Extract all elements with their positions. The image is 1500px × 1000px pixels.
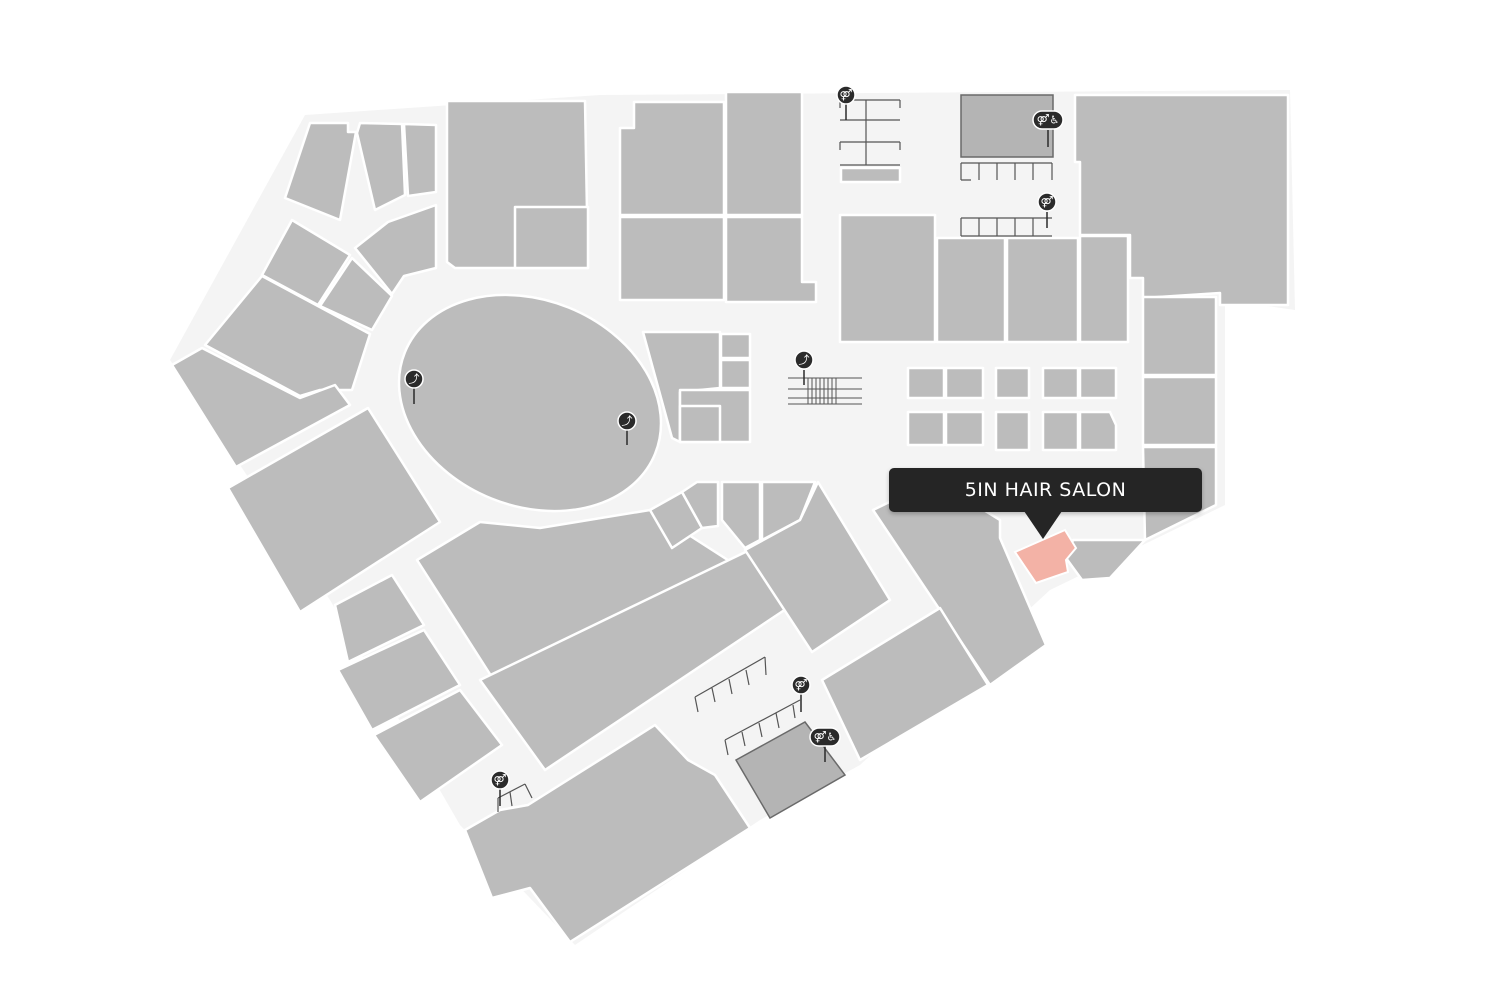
shop-unit[interactable] bbox=[463, 723, 752, 944]
central-anchor-store[interactable] bbox=[366, 257, 694, 549]
shop-unit[interactable] bbox=[1005, 236, 1080, 344]
restroom-stalls bbox=[497, 99, 1053, 812]
shop-unit[interactable] bbox=[333, 573, 426, 664]
shop-unit[interactable] bbox=[743, 480, 892, 654]
svg-text:⤴: ⤴ bbox=[799, 353, 810, 367]
accessible-restroom-icon[interactable]: ⚤♿ bbox=[1032, 110, 1064, 147]
svg-text:⚤: ⚤ bbox=[494, 774, 507, 787]
shops-west[interactable] bbox=[170, 121, 504, 804]
kiosk[interactable] bbox=[994, 410, 1031, 452]
shops-south[interactable] bbox=[415, 478, 1048, 944]
shop-unit[interactable] bbox=[724, 90, 804, 217]
shop-unit[interactable] bbox=[355, 121, 407, 212]
svg-text:⚤: ⚤ bbox=[840, 89, 853, 102]
kiosk[interactable] bbox=[994, 366, 1031, 400]
shop-unit[interactable] bbox=[618, 100, 726, 217]
central-court[interactable] bbox=[366, 257, 694, 549]
kiosk[interactable] bbox=[1041, 366, 1080, 400]
restroom-icon[interactable]: ⚤ bbox=[791, 675, 811, 712]
shop-unit[interactable] bbox=[372, 688, 504, 804]
shop-unit[interactable] bbox=[935, 236, 1007, 344]
shop-unit[interactable] bbox=[1141, 295, 1218, 377]
svg-text:⚤: ⚤ bbox=[1041, 196, 1054, 209]
svg-text:⚤♿: ⚤♿ bbox=[1037, 114, 1060, 127]
kiosk[interactable] bbox=[906, 366, 946, 400]
selected-store-name: 5IN HAIR SALON bbox=[964, 479, 1127, 501]
shops-north-east[interactable] bbox=[838, 93, 1290, 344]
shop-unit[interactable] bbox=[838, 213, 937, 344]
svg-text:⚤: ⚤ bbox=[795, 679, 808, 692]
restroom-icon[interactable]: ⚤ bbox=[1037, 192, 1057, 228]
shop-unit[interactable] bbox=[719, 332, 752, 360]
escalator-icon[interactable]: ⤴ bbox=[794, 350, 814, 385]
shop-unit[interactable] bbox=[724, 215, 818, 304]
shop-unit[interactable] bbox=[226, 406, 442, 614]
kiosks[interactable] bbox=[906, 366, 1118, 452]
selected-store-area[interactable] bbox=[1013, 528, 1078, 585]
kiosk[interactable] bbox=[944, 410, 985, 447]
shop-unit[interactable] bbox=[719, 358, 752, 390]
svg-text:⚤♿: ⚤♿ bbox=[814, 731, 837, 744]
shop-unit[interactable] bbox=[678, 404, 722, 444]
shop-unit[interactable] bbox=[1073, 93, 1290, 307]
restroom-icon[interactable]: ⚤ bbox=[836, 85, 856, 120]
kiosk[interactable] bbox=[1078, 366, 1118, 400]
svg-text:⤴: ⤴ bbox=[622, 414, 633, 428]
shop-unit[interactable] bbox=[1141, 375, 1218, 447]
escalator-icon[interactable]: ⤴ bbox=[404, 369, 424, 404]
kiosk[interactable] bbox=[1041, 410, 1080, 452]
shop-unit[interactable] bbox=[839, 166, 902, 184]
shop-unit[interactable] bbox=[720, 480, 762, 550]
selected-store[interactable] bbox=[1013, 528, 1078, 585]
shop-unit[interactable] bbox=[336, 628, 462, 732]
amenity-pins[interactable]: ⚤ ⚤♿ ⚤ ⤴ ⤴ ⤴ ⚤ ⚤♿ ⚤ bbox=[404, 85, 1064, 806]
restroom-icon[interactable]: ⚤ bbox=[490, 770, 510, 806]
shops-north[interactable] bbox=[445, 90, 902, 304]
kiosk[interactable] bbox=[944, 366, 985, 400]
shop-unit[interactable] bbox=[513, 205, 590, 270]
escalator-icon[interactable]: ⤴ bbox=[617, 411, 637, 445]
shop-unit[interactable] bbox=[402, 122, 438, 198]
kiosk[interactable] bbox=[1078, 410, 1118, 452]
shop-unit[interactable] bbox=[680, 480, 720, 530]
accessible-restroom-icon[interactable]: ⚤♿ bbox=[809, 727, 841, 762]
shop-unit[interactable] bbox=[1078, 234, 1130, 344]
svg-text:⤴: ⤴ bbox=[409, 372, 420, 386]
stairs bbox=[788, 377, 862, 405]
tooltip-pointer bbox=[1024, 511, 1062, 539]
shops-central[interactable] bbox=[641, 330, 752, 444]
kiosk[interactable] bbox=[906, 410, 946, 447]
shop-unit[interactable] bbox=[618, 215, 726, 302]
shop-unit[interactable] bbox=[170, 346, 352, 469]
shop-unit[interactable] bbox=[318, 256, 394, 332]
store-name-tooltip: 5IN HAIR SALON bbox=[889, 468, 1202, 512]
shop-unit[interactable] bbox=[353, 203, 438, 296]
shop-unit[interactable] bbox=[1064, 538, 1147, 582]
shop-unit[interactable] bbox=[820, 606, 990, 762]
